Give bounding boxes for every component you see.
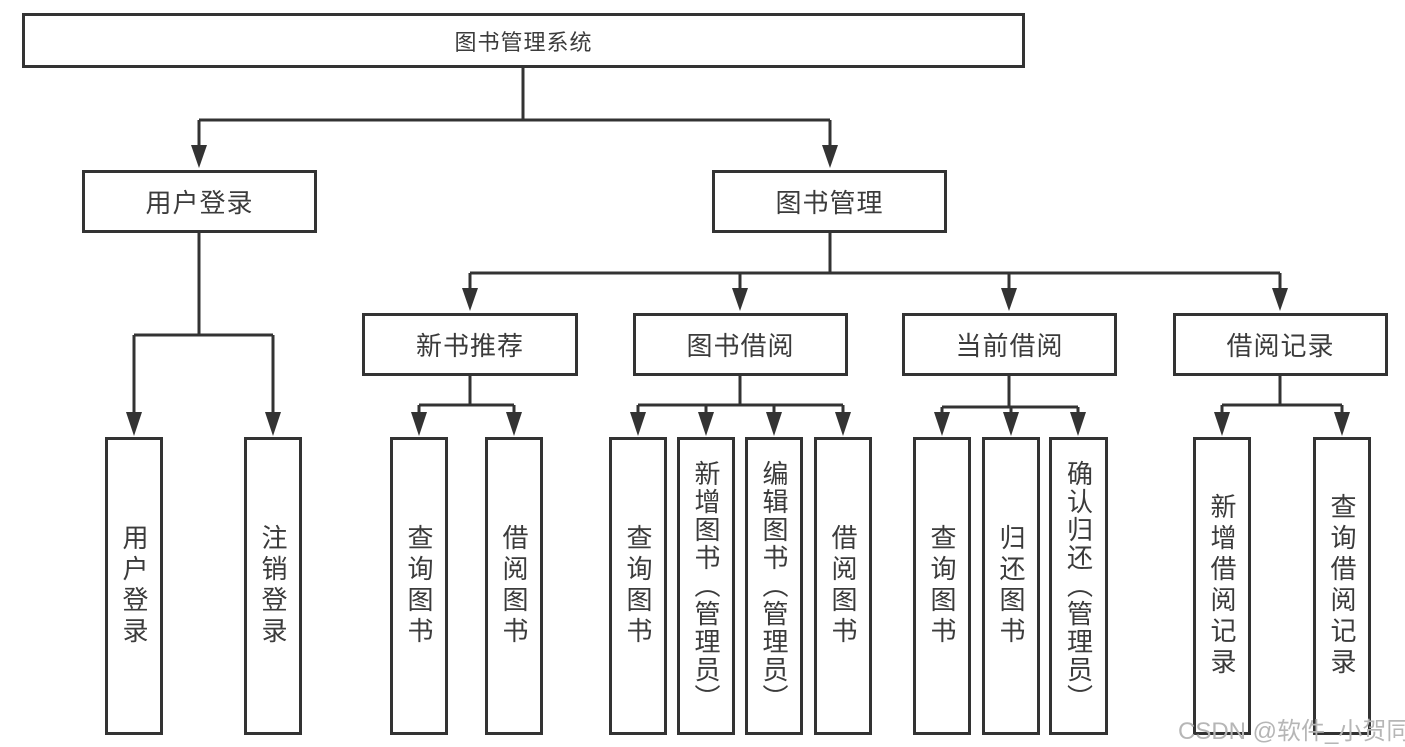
node-root: 图书管理系统 <box>22 13 1025 68</box>
connector-borrow-records <box>1214 376 1350 436</box>
connector-book-borrow <box>630 376 851 436</box>
leaf-add-borrow-record-label: 新增借阅记录 <box>1207 493 1237 679</box>
leaf-logout-label: 注销登录 <box>258 524 288 648</box>
leaf-borrow-query-books: 查询图书 <box>609 437 667 735</box>
node-borrow-records-label: 借阅记录 <box>1226 331 1335 361</box>
node-book-management-label: 图书管理 <box>775 188 884 218</box>
leaf-add-book-admin-label: 新增图书（管理员） <box>691 460 721 712</box>
node-new-book-recommend: 新书推荐 <box>362 313 578 376</box>
leaf-borrow-borrow-books: 借阅图书 <box>814 437 872 735</box>
connector-user-login <box>126 233 281 436</box>
node-current-borrow: 当前借阅 <box>902 313 1117 376</box>
leaf-user-login: 用户登录 <box>105 437 163 735</box>
leaf-edit-book-admin-label: 编辑图书（管理员） <box>759 460 789 712</box>
leaf-query-borrow-record-label: 查询借阅记录 <box>1327 493 1357 679</box>
leaf-borrow-query-books-label: 查询图书 <box>623 524 653 648</box>
node-borrow-records: 借阅记录 <box>1173 313 1388 376</box>
leaf-user-login-label: 用户登录 <box>119 524 149 648</box>
leaf-confirm-return-admin: 确认归还（管理员） <box>1049 437 1108 735</box>
leaf-return-book-label: 归还图书 <box>996 524 1026 648</box>
node-book-borrow: 图书借阅 <box>633 313 848 376</box>
leaf-recommend-borrow-books-label: 借阅图书 <box>499 524 529 648</box>
leaf-edit-book-admin: 编辑图书（管理员） <box>745 437 803 735</box>
leaf-query-borrow-record: 查询借阅记录 <box>1313 437 1371 735</box>
node-user-login-label: 用户登录 <box>145 188 254 218</box>
leaf-recommend-query-books: 查询图书 <box>390 437 448 735</box>
node-root-label: 图书管理系统 <box>454 29 593 55</box>
leaf-borrow-borrow-books-label: 借阅图书 <box>828 524 858 648</box>
leaf-recommend-borrow-books: 借阅图书 <box>485 437 543 735</box>
node-new-book-recommend-label: 新书推荐 <box>415 331 524 361</box>
leaf-add-book-admin: 新增图书（管理员） <box>677 437 735 735</box>
leaf-current-query-books: 查询图书 <box>913 437 971 735</box>
node-book-management: 图书管理 <box>712 170 947 233</box>
node-user-login: 用户登录 <box>82 170 317 233</box>
connector-book-management <box>462 233 1288 311</box>
leaf-add-borrow-record: 新增借阅记录 <box>1193 437 1251 735</box>
leaf-current-query-books-label: 查询图书 <box>927 524 957 648</box>
connector-current-borrow <box>934 376 1086 436</box>
leaf-confirm-return-admin-label: 确认归还（管理员） <box>1063 460 1094 712</box>
leaf-logout: 注销登录 <box>244 437 302 735</box>
node-book-borrow-label: 图书借阅 <box>686 331 795 361</box>
connector-new-book-recommend <box>411 376 522 436</box>
connector-root <box>191 68 838 168</box>
leaf-return-book: 归还图书 <box>982 437 1040 735</box>
csdn-watermark: CSDN @软件_小贺同学 <box>1178 718 1405 745</box>
node-current-borrow-label: 当前借阅 <box>955 331 1064 361</box>
leaf-recommend-query-books-label: 查询图书 <box>404 524 434 648</box>
